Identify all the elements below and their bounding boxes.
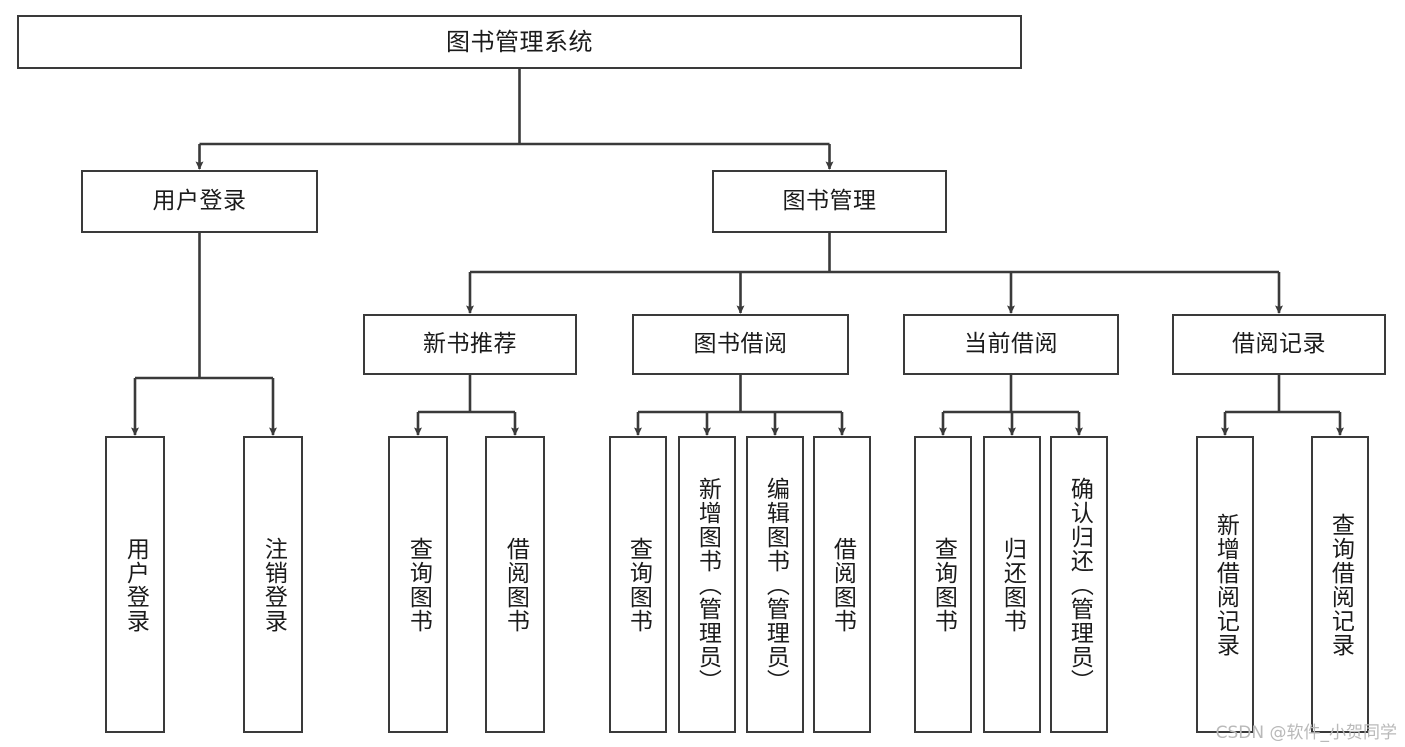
node-leaf7[interactable]: 编辑图书（管理员） <box>746 436 804 733</box>
node-bookmgmt[interactable]: 图书管理 <box>712 170 947 233</box>
node-leaf8[interactable]: 借阅图书 <box>813 436 871 733</box>
node-leaf13[interactable]: 查询借阅记录 <box>1311 436 1369 733</box>
node-label: 新增借阅记录 <box>1212 512 1239 657</box>
node-label: 图书借阅 <box>693 331 788 358</box>
node-label: 编辑图书（管理员） <box>762 476 789 693</box>
node-label: 图书管理系统 <box>446 28 593 56</box>
node-label: 新增图书（管理员） <box>694 476 721 693</box>
node-leaf4[interactable]: 借阅图书 <box>485 436 545 733</box>
node-root[interactable]: 图书管理系统 <box>17 15 1022 69</box>
node-newbook[interactable]: 新书推荐 <box>363 314 577 375</box>
watermark: CSDN @软件_小贺同学 <box>1215 723 1397 743</box>
node-leaf6[interactable]: 新增图书（管理员） <box>678 436 736 733</box>
node-label: 借阅图书 <box>829 536 856 633</box>
node-label: 注销登录 <box>260 536 287 633</box>
node-login[interactable]: 用户登录 <box>81 170 318 233</box>
node-label: 用户登录 <box>122 536 149 633</box>
node-leaf10[interactable]: 归还图书 <box>983 436 1041 733</box>
node-label: 新书推荐 <box>423 331 517 358</box>
node-label: 查询图书 <box>405 536 432 633</box>
node-label: 借阅记录 <box>1232 331 1326 358</box>
node-leaf5[interactable]: 查询图书 <box>609 436 667 733</box>
node-label: 借阅图书 <box>502 536 529 633</box>
node-label: 图书管理 <box>782 188 877 215</box>
node-current[interactable]: 当前借阅 <box>903 314 1119 375</box>
node-label: 用户登录 <box>152 188 247 215</box>
node-borrow[interactable]: 图书借阅 <box>632 314 849 375</box>
node-leaf11[interactable]: 确认归还（管理员） <box>1050 436 1108 733</box>
node-leaf1[interactable]: 用户登录 <box>105 436 165 733</box>
node-label: 归还图书 <box>999 536 1026 633</box>
node-leaf2[interactable]: 注销登录 <box>243 436 303 733</box>
node-records[interactable]: 借阅记录 <box>1172 314 1386 375</box>
node-label: 当前借阅 <box>964 331 1058 358</box>
node-label: 查询图书 <box>930 536 957 633</box>
node-label: 查询借阅记录 <box>1327 512 1354 657</box>
node-label: 确认归还（管理员） <box>1066 476 1093 693</box>
node-leaf9[interactable]: 查询图书 <box>914 436 972 733</box>
node-leaf12[interactable]: 新增借阅记录 <box>1196 436 1254 733</box>
node-label: 查询图书 <box>625 536 652 633</box>
node-leaf3[interactable]: 查询图书 <box>388 436 448 733</box>
